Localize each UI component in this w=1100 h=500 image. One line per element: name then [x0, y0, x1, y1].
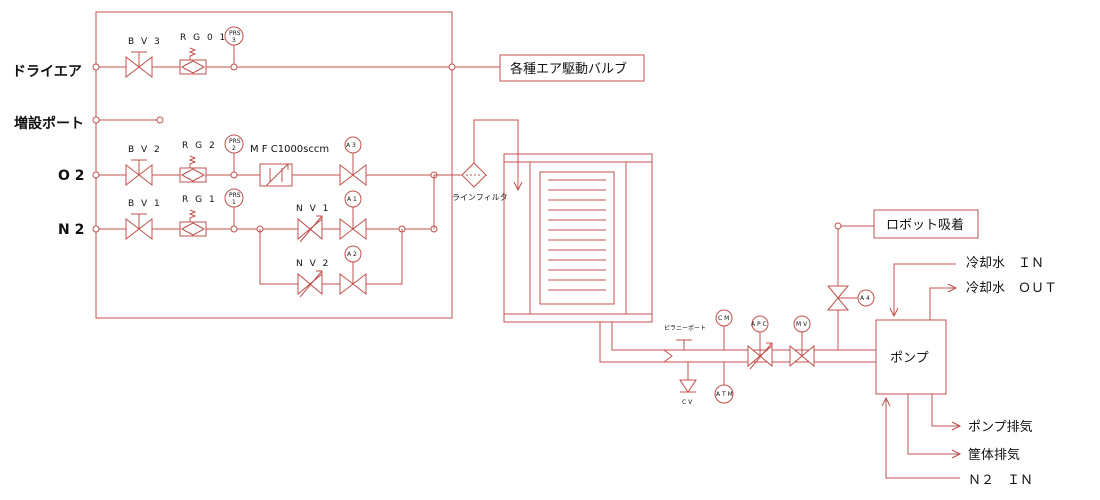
prs3-label-bottom: 3 [232, 37, 236, 44]
dry-air-inlet-port [92, 63, 100, 71]
atm-label: A T M [716, 391, 733, 398]
robot-suction-port [834, 222, 842, 230]
pirani-port-label: ピラニーポート [664, 324, 706, 332]
expansion-port-end [156, 116, 164, 124]
prs2-label-top: PRS [229, 138, 241, 145]
bv1-label: B V 1 [128, 199, 162, 209]
prs1-label-top: PRS [229, 192, 241, 199]
prs1-gauge [224, 188, 244, 233]
mv-label: M V [796, 321, 808, 328]
housing-exhaust-arrow [951, 449, 962, 459]
n2-in-arrow [881, 396, 891, 407]
pump-exhaust-label: ポンプ排気 [968, 419, 1033, 435]
rg2-label: R G 2 [182, 141, 217, 151]
atm-gauge [714, 384, 734, 404]
rg01-regulator [179, 47, 207, 75]
prs2-gauge [224, 134, 244, 179]
o2-label: O 2 [58, 168, 85, 184]
bv1-valve [125, 213, 153, 241]
robot-suction-label: ロボット吸着 [886, 217, 964, 233]
line-filter-label: ラインフィルタ [452, 193, 508, 202]
pump-box [875, 319, 947, 395]
nv1-label: N V 1 [296, 204, 330, 214]
rg1-label: R G 1 [182, 195, 217, 205]
cooling-out-line [929, 287, 956, 320]
cooling-out-arrow [947, 283, 958, 293]
a2-valve [339, 245, 367, 296]
cv-check-valve [679, 362, 697, 393]
n2-inlet-port [92, 225, 100, 233]
bv3-valve [125, 51, 153, 79]
bv2-label: B V 2 [128, 145, 162, 155]
n2-bypass-line [259, 229, 403, 285]
apc-label: A P C [751, 321, 767, 328]
chamber-exhaust-line-b [611, 322, 876, 351]
cm-gauge [715, 309, 733, 327]
cooling-out-label: 冷却水 ＯＵＴ [966, 281, 1057, 296]
dry-air-outlet-port [448, 63, 456, 71]
o2-inlet-port [92, 171, 100, 179]
n2-in-label: Ｎ２ ＩＮ [968, 473, 1033, 488]
mfc-controller [259, 163, 293, 187]
chamber-feed-arrow [513, 181, 523, 192]
exhaust-arrow [663, 349, 673, 363]
process-chamber [503, 153, 653, 323]
a4-valve [826, 285, 875, 311]
cv-label: C V [682, 399, 693, 406]
expansion-port-label: 増設ポート [14, 115, 84, 132]
n2-label: N 2 [58, 222, 84, 238]
cooling-in-line [893, 263, 956, 316]
a1-label: A 1 [347, 196, 357, 203]
prs1-label-bottom: 1 [232, 199, 236, 206]
apc-valve [747, 315, 773, 370]
robot-suction-box [873, 209, 979, 239]
rg01-label: R G 0 1 [180, 33, 227, 43]
housing-exhaust-line [907, 394, 960, 455]
pump-exhaust-arrow [951, 421, 962, 431]
dry-air-label: ドライエア [12, 64, 82, 80]
prs2-label-bottom: 2 [232, 145, 236, 152]
bv3-label: B V 3 [128, 37, 162, 47]
cm-label: C M [718, 315, 729, 322]
a4-label: A 4 [860, 295, 870, 302]
chamber-exhaust-line-a [599, 322, 876, 363]
chamber-feed-line [473, 119, 519, 190]
cooling-in-label: 冷却水 ＩＮ [966, 256, 1044, 271]
nv2-label: N V 2 [296, 259, 330, 269]
mfc-label: M F C1000sccm [250, 144, 329, 155]
a2-label: A 2 [347, 251, 357, 258]
mv-valve [789, 315, 815, 368]
a1-valve [339, 190, 367, 241]
cooling-in-arrow [889, 307, 899, 318]
prs3-gauge [224, 26, 244, 71]
air-valves-label: 各種エア駆動バルブ [510, 61, 627, 77]
rg2-regulator [179, 155, 207, 183]
housing-exhaust-label: 筐体排気 [968, 447, 1020, 463]
pump-exhaust-line [931, 394, 960, 427]
bv2-valve [125, 159, 153, 187]
prs3-label-top: PRS [229, 30, 241, 37]
nv1-needle-valve [297, 215, 323, 243]
line-filter [461, 162, 487, 188]
a3-valve [339, 136, 367, 187]
pump-label: ポンプ [890, 351, 929, 366]
expansion-port-inlet [92, 116, 100, 124]
air-valves-box [499, 54, 645, 82]
a3-label: A 3 [346, 142, 356, 149]
n2-in-line [885, 398, 960, 479]
nv2-needle-valve [297, 270, 323, 298]
gas-panel-enclosure [95, 11, 453, 319]
rg1-regulator [179, 209, 207, 237]
